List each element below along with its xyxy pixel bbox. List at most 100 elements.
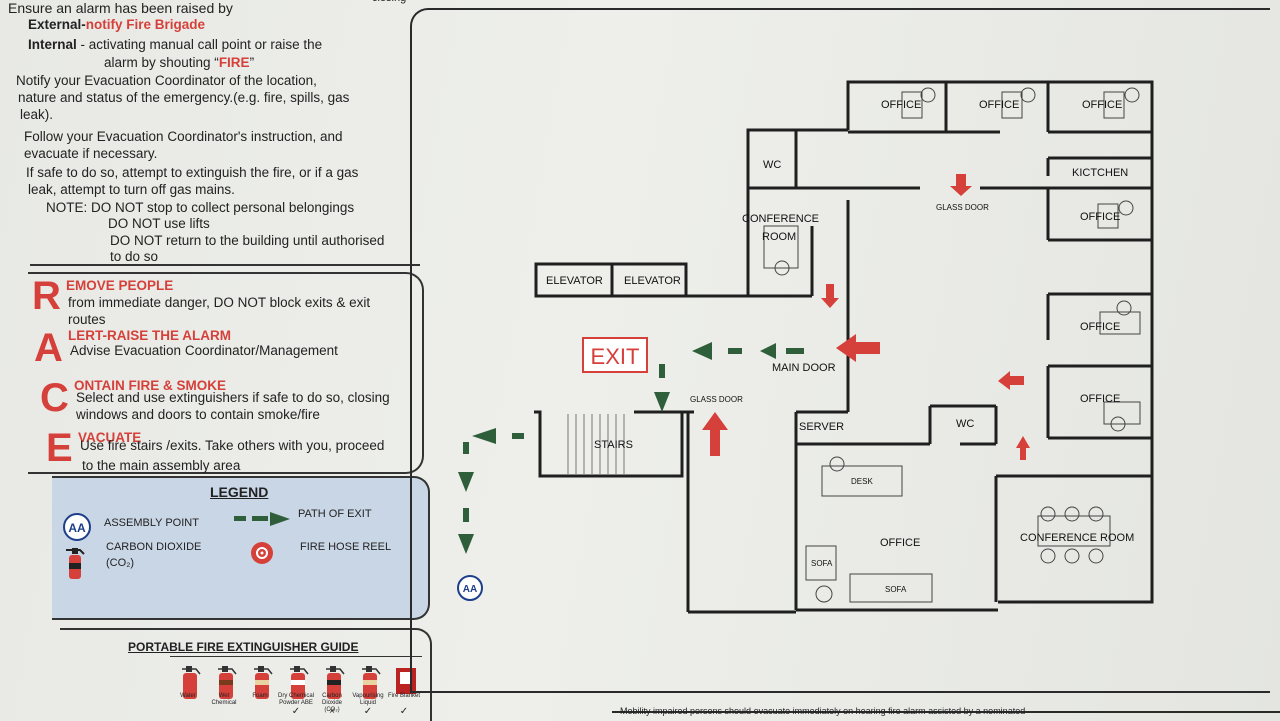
- notify-line-1: Notify your Evacuation Coordinator of th…: [16, 73, 317, 88]
- extinguisher-label: Vapourising Liquid: [352, 693, 384, 706]
- race-r-letter: R: [32, 274, 61, 318]
- notify-line-2: nature and status of the emergency.(e.g.…: [18, 90, 350, 105]
- label-sofa-1: SOFA: [811, 559, 833, 568]
- internal-fire: FIRE: [218, 55, 250, 70]
- extinguisher-4-icon: [290, 666, 309, 699]
- internal-text-2: alarm by shouting “: [104, 55, 219, 70]
- race-a-heading: LERT-RAISE THE ALARM: [68, 328, 231, 343]
- extinguisher-2-icon: [218, 666, 237, 699]
- assembly-point-text: AA: [463, 584, 477, 595]
- race-a-text: Advise Evacuation Coordinator/Management: [70, 343, 338, 358]
- race-e-text-2: to the main assembly area: [82, 458, 241, 473]
- extinguisher-guide-title: PORTABLE FIRE EXTINGUISHER GUIDE: [128, 640, 359, 654]
- path-dash: [463, 442, 469, 454]
- race-c-letter: C: [40, 376, 69, 420]
- intro-line: Ensure an alarm has been raised by: [8, 0, 233, 16]
- label-conference-2: CONFERENCE ROOM: [1020, 532, 1134, 544]
- path-arrow-down-icon: [458, 472, 474, 492]
- label-elevator-1: ELEVATOR: [546, 275, 603, 287]
- exit-text: EXIT: [591, 344, 640, 369]
- furniture: [763, 87, 1141, 603]
- extinguisher-3-icon: [254, 666, 273, 699]
- label-office-5: OFFICE: [1080, 321, 1120, 333]
- external-label: External-: [28, 17, 86, 32]
- note-line-1: NOTE: DO NOT stop to collect personal be…: [46, 200, 355, 215]
- race-e-letter: E: [46, 426, 73, 470]
- red-arrow-down-1-icon: [950, 174, 972, 196]
- path-dash: [728, 348, 742, 354]
- instructions-panel: closing Ensure an alarm has been raised …: [0, 0, 432, 721]
- fire-hose-reel-icon: [251, 542, 273, 564]
- extinguisher-label: Water: [180, 693, 196, 699]
- internal-text: - activating manual call point or raise …: [76, 37, 323, 52]
- race-e-text-1: Use fire stairs /exits. Take others with…: [80, 438, 385, 453]
- path-dash: [463, 508, 469, 522]
- extinguisher-label: Carbon Dioxide (CO₂): [321, 693, 342, 713]
- red-arrow-down-2-icon: [821, 284, 839, 308]
- note-line-4: to do so: [110, 249, 159, 264]
- legend-co2-1: CARBON DIOXIDE: [106, 541, 202, 553]
- race-c-text-2: windows and doors to contain smoke/fire: [76, 407, 320, 422]
- label-kitchen: KICTCHEN: [1072, 167, 1128, 179]
- race-e-heading: VACUATE: [78, 430, 142, 445]
- co2-extinguisher-icon: [66, 548, 85, 579]
- legend-path: PATH OF EXIT: [298, 508, 372, 520]
- suitability-mark: ✓: [291, 706, 301, 717]
- legend-box: [52, 476, 430, 620]
- label-office-4: OFFICE: [1080, 211, 1120, 223]
- path-arrow-left-icon: [472, 428, 496, 444]
- follow-line-1: Follow your Evacuation Coordinator's ins…: [24, 129, 343, 144]
- label-server: SERVER: [799, 421, 844, 433]
- internal-close: ”: [249, 55, 255, 70]
- red-arrow-left-small-icon: [998, 371, 1024, 390]
- legend-co2-2: (CO₂): [106, 557, 135, 569]
- race-r-text-1: from immediate danger, DO NOT block exit…: [68, 295, 371, 310]
- stair-treads: [567, 414, 625, 474]
- suitability-mark: ×: [329, 706, 335, 717]
- extinguisher-guide-table: [170, 656, 422, 721]
- path-dash: [786, 348, 804, 354]
- suitability-mark: ✓: [399, 706, 409, 717]
- follow-line-2: evacuate if necessary.: [24, 146, 158, 161]
- label-office-2: OFFICE: [979, 99, 1019, 111]
- note-line-3: DO NOT return to the building until auth…: [110, 233, 385, 248]
- race-a-letter: A: [34, 326, 63, 370]
- legend-title: LEGEND: [210, 484, 269, 500]
- race-r-heading: EMOVE PEOPLE: [66, 278, 174, 293]
- red-arrow-up-big-icon: [702, 412, 728, 456]
- extinguisher-label: Dry Chemical Powder ABE: [278, 693, 315, 706]
- label-office-7: OFFICE: [880, 537, 920, 549]
- path-arrow-left-icon: [692, 342, 712, 360]
- path-dash: [659, 364, 665, 378]
- path-dash: [512, 433, 524, 439]
- extinguisher-guide-box: [60, 628, 432, 721]
- label-elevator-2: ELEVATOR: [624, 275, 681, 287]
- label-office-1: OFFICE: [881, 99, 921, 111]
- label-desk: DESK: [851, 477, 873, 486]
- label-main-door: MAIN DOOR: [772, 362, 836, 374]
- exit-path: [458, 342, 804, 554]
- legend-hose: FIRE HOSE REEL: [300, 541, 392, 553]
- race-c-heading: ONTAIN FIRE & SMOKE: [74, 378, 227, 393]
- footer-note: Mobility impaired persons should evacuat…: [620, 706, 1026, 716]
- extinguisher-1-icon: [182, 666, 201, 699]
- extinguisher-label: Foam: [252, 693, 268, 699]
- exit-path-arrow-icon: [234, 512, 290, 526]
- exit-sign: EXIT: [582, 337, 648, 373]
- label-glass-door-2: GLASS DOOR: [690, 395, 743, 404]
- note-line-2: DO NOT use lifts: [108, 216, 210, 231]
- path-arrow-down-icon: [654, 392, 670, 412]
- race-box: [28, 272, 424, 474]
- legend-aa-text: AA: [68, 521, 86, 535]
- external-line: External-notify Fire Brigade: [28, 17, 205, 33]
- race-c-text-1: Select and use extinguishers if safe to …: [76, 390, 390, 405]
- path-arrow-left-icon: [760, 343, 776, 359]
- assembly-point-marker: AA: [457, 575, 483, 601]
- red-arrow-up-small-icon: [1016, 436, 1030, 460]
- safe-line-2: leak, attempt to turn off gas mains.: [28, 182, 235, 197]
- assembly-point-icon: AA: [63, 513, 91, 541]
- intro-divider: [30, 264, 420, 266]
- legend-assembly: ASSEMBLY POINT: [104, 517, 199, 529]
